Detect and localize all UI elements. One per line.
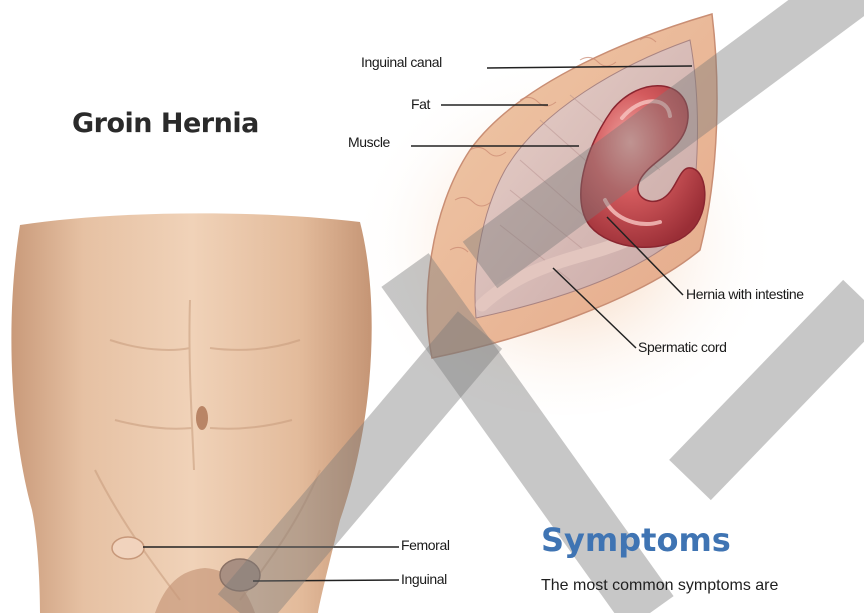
label-muscle: Muscle bbox=[348, 135, 390, 149]
symptoms-intro: The most common symptoms are bbox=[541, 577, 778, 595]
label-femoral: Femoral bbox=[401, 538, 450, 552]
label-spermatic-cord: Spermatic cord bbox=[638, 340, 727, 354]
diagram-title: Groin Hernia bbox=[72, 108, 259, 139]
symptoms-heading: Symptoms bbox=[541, 521, 731, 559]
label-inguinal: Inguinal bbox=[401, 572, 447, 586]
label-fat: Fat bbox=[411, 97, 430, 111]
label-hernia-with-intestine: Hernia with intestine bbox=[686, 287, 804, 301]
femoral-bulge bbox=[112, 537, 144, 559]
navel bbox=[196, 406, 208, 430]
label-inguinal-canal: Inguinal canal bbox=[361, 55, 442, 69]
